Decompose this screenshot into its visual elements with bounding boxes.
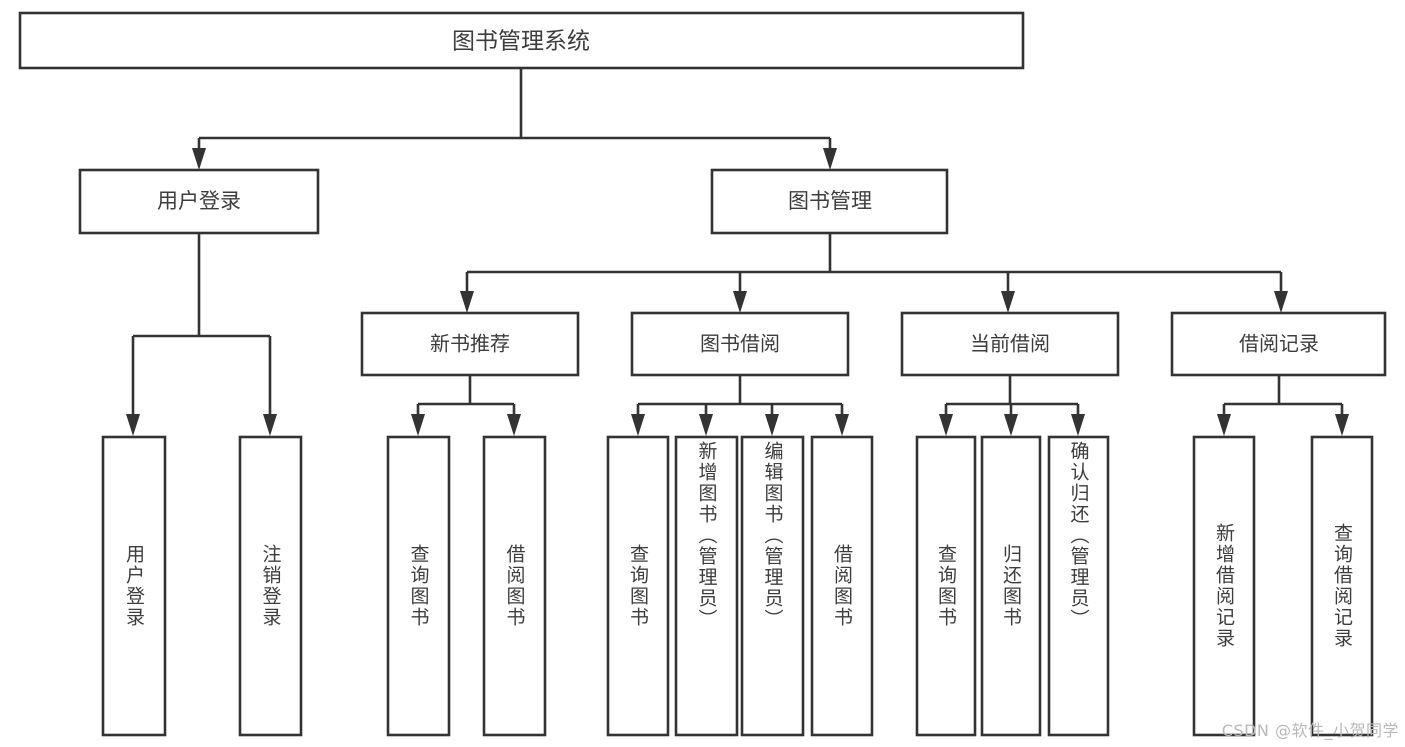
node-user-login-box[interactable] (78, 168, 320, 235)
node-book-manage-box[interactable] (710, 168, 949, 235)
node-root[interactable]: 图书管理系统 (18, 11, 1025, 70)
leaf-box-add-book[interactable] (674, 435, 739, 737)
node-book-manage[interactable]: 图书管理 (710, 168, 949, 235)
node-current-borrow[interactable]: 当前借阅 (900, 311, 1120, 377)
arrowhead-user-login (192, 148, 206, 170)
node-root-box[interactable] (18, 11, 1025, 70)
arrowhead-current-borrow (1001, 291, 1015, 313)
leaf-box-query-book-cur[interactable] (915, 435, 977, 737)
node-user-login[interactable]: 用户登录 (78, 168, 320, 235)
leaf-box-query-book-borrow[interactable] (606, 435, 670, 737)
node-new-book-rec-box[interactable] (360, 311, 580, 377)
leaf-box-edit-book[interactable] (740, 435, 805, 737)
node-book-borrow[interactable]: 图书借阅 (630, 311, 850, 377)
node-borrow-record-box[interactable] (1170, 311, 1387, 377)
csdn-watermark: CSDN @软件_小贺同学 (1221, 721, 1399, 740)
arrowhead-leaf-add-book (699, 414, 713, 436)
arrowhead-leaf-borrow-book-rec (507, 414, 521, 436)
arrowhead-borrow-record (1274, 291, 1288, 313)
leaf-box-query-book-rec[interactable] (386, 435, 451, 737)
arrowhead-leaf-edit-book (765, 414, 779, 436)
arrowhead-leaf-query-book-cur (939, 414, 953, 436)
leaf-box-return-book[interactable] (980, 435, 1042, 737)
arrowhead-leaf-query-book-borrow (631, 414, 645, 436)
node-current-borrow-label: 当前借阅 (970, 332, 1050, 356)
arrowhead-leaf-query-record (1335, 414, 1349, 436)
leaf-box-confirm-return[interactable] (1047, 435, 1110, 737)
node-user-login-label: 用户登录 (157, 189, 241, 213)
node-borrow-record-label: 借阅记录 (1239, 332, 1319, 356)
arrowhead-leaf-user-logout (263, 414, 277, 436)
leaf-box-user-login[interactable] (101, 435, 167, 737)
node-book-manage-label: 图书管理 (788, 189, 872, 213)
arrowhead-book-manage (823, 148, 837, 170)
leaf-box-user-logout[interactable] (238, 435, 303, 737)
node-new-book-rec[interactable]: 新书推荐 (360, 311, 580, 377)
leaf-box-query-record[interactable] (1310, 435, 1374, 737)
leaf-box-borrow-book-rec[interactable] (482, 435, 547, 737)
node-book-borrow-box[interactable] (630, 311, 850, 377)
node-current-borrow-box[interactable] (900, 311, 1120, 377)
arrowhead-book-borrow (733, 291, 747, 313)
arrowhead-new-book-rec (460, 291, 474, 313)
arrowhead-leaf-confirm-return (1071, 414, 1085, 436)
leaf-box-group (101, 435, 1374, 737)
connector-group (126, 68, 1349, 436)
arrowhead-leaf-add-record (1217, 414, 1231, 436)
node-book-borrow-label: 图书借阅 (700, 332, 780, 356)
arrowhead-leaf-return-book (1004, 414, 1018, 436)
node-borrow-record[interactable]: 借阅记录 (1170, 311, 1387, 377)
node-new-book-rec-label: 新书推荐 (430, 332, 510, 356)
arrowhead-leaf-query-book-rec (411, 414, 425, 436)
arrowhead-leaf-borrow-book (835, 414, 849, 436)
leaf-box-borrow-book[interactable] (810, 435, 874, 737)
leaf-box-add-record[interactable] (1192, 435, 1256, 737)
arrowhead-leaf-user-login (126, 414, 140, 436)
node-root-label: 图书管理系统 (452, 29, 590, 55)
